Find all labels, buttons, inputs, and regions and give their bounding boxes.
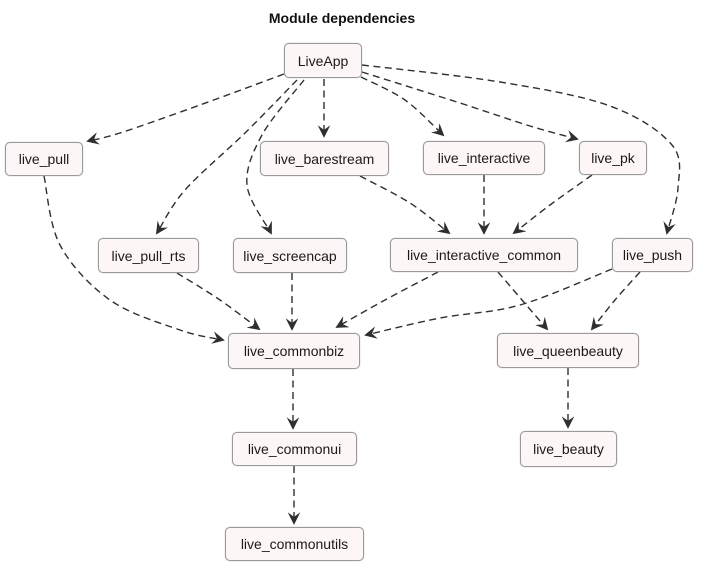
edge-LiveApp-to-live_pull_rts xyxy=(155,79,298,235)
edge-live_interactive_common-to-live_queenbeauty xyxy=(497,271,549,331)
edge-live_pk-to-live_interactive_common xyxy=(512,174,593,235)
node-label: live_screencap xyxy=(243,247,337,264)
diagram-title: Module dependencies xyxy=(268,10,416,26)
node-label: LiveApp xyxy=(297,52,349,69)
node-live_commonui: live_commonui xyxy=(232,432,357,466)
node-live_queenbeauty: live_queenbeauty xyxy=(497,333,639,368)
node-live_screencap: live_screencap xyxy=(233,238,347,273)
node-live_barestream: live_barestream xyxy=(260,141,389,176)
node-label: live_beauty xyxy=(533,441,604,457)
edge-live_interactive_common-to-live_commonbiz xyxy=(335,271,439,328)
node-live_beauty: live_beauty xyxy=(520,431,617,467)
edge-live_pull-to-live_commonbiz xyxy=(43,175,225,344)
edge-live_push-to-live_commonbiz xyxy=(364,268,613,339)
edge-LiveApp-to-live_pull xyxy=(86,73,285,145)
edge-LiveApp-to-live_screencap xyxy=(246,79,305,235)
node-label: live_pk xyxy=(591,150,635,166)
node-live_commonbiz: live_commonbiz xyxy=(228,333,360,369)
edge-live_push-to-live_queenbeauty xyxy=(590,271,641,331)
edge-live_pull_rts-to-live_commonbiz xyxy=(176,272,261,331)
node-label: live_pull_rts xyxy=(111,247,186,264)
node-live_push: live_push xyxy=(612,238,693,272)
node-label: live_barestream xyxy=(274,150,375,167)
edge-LiveApp-to-live_pk xyxy=(361,71,579,143)
node-live_interactive: live_interactive xyxy=(423,141,545,175)
node-live_pk: live_pk xyxy=(579,141,647,175)
node-live_pull: live_pull xyxy=(5,142,83,176)
node-label: live_interactive_common xyxy=(406,247,562,263)
node-label: live_push xyxy=(622,247,683,263)
node-LiveApp: LiveApp xyxy=(284,43,362,78)
node-label: live_commonutils xyxy=(240,536,349,552)
edge-live_barestream-to-live_interactive_common xyxy=(359,175,451,235)
node-live_pull_rts: live_pull_rts xyxy=(98,238,199,273)
node-label: live_interactive xyxy=(437,150,531,166)
edge-LiveApp-to-live_interactive xyxy=(360,76,445,137)
node-live_interactive_common: live_interactive_common xyxy=(390,238,578,272)
node-label: live_commonbiz xyxy=(243,343,345,359)
node-label: live_queenbeauty xyxy=(513,342,623,359)
node-label: live_pull xyxy=(18,151,70,167)
node-live_commonutils: live_commonutils xyxy=(225,527,364,561)
node-label: live_commonui xyxy=(247,441,342,457)
edge-LiveApp-to-live_push xyxy=(361,64,681,235)
